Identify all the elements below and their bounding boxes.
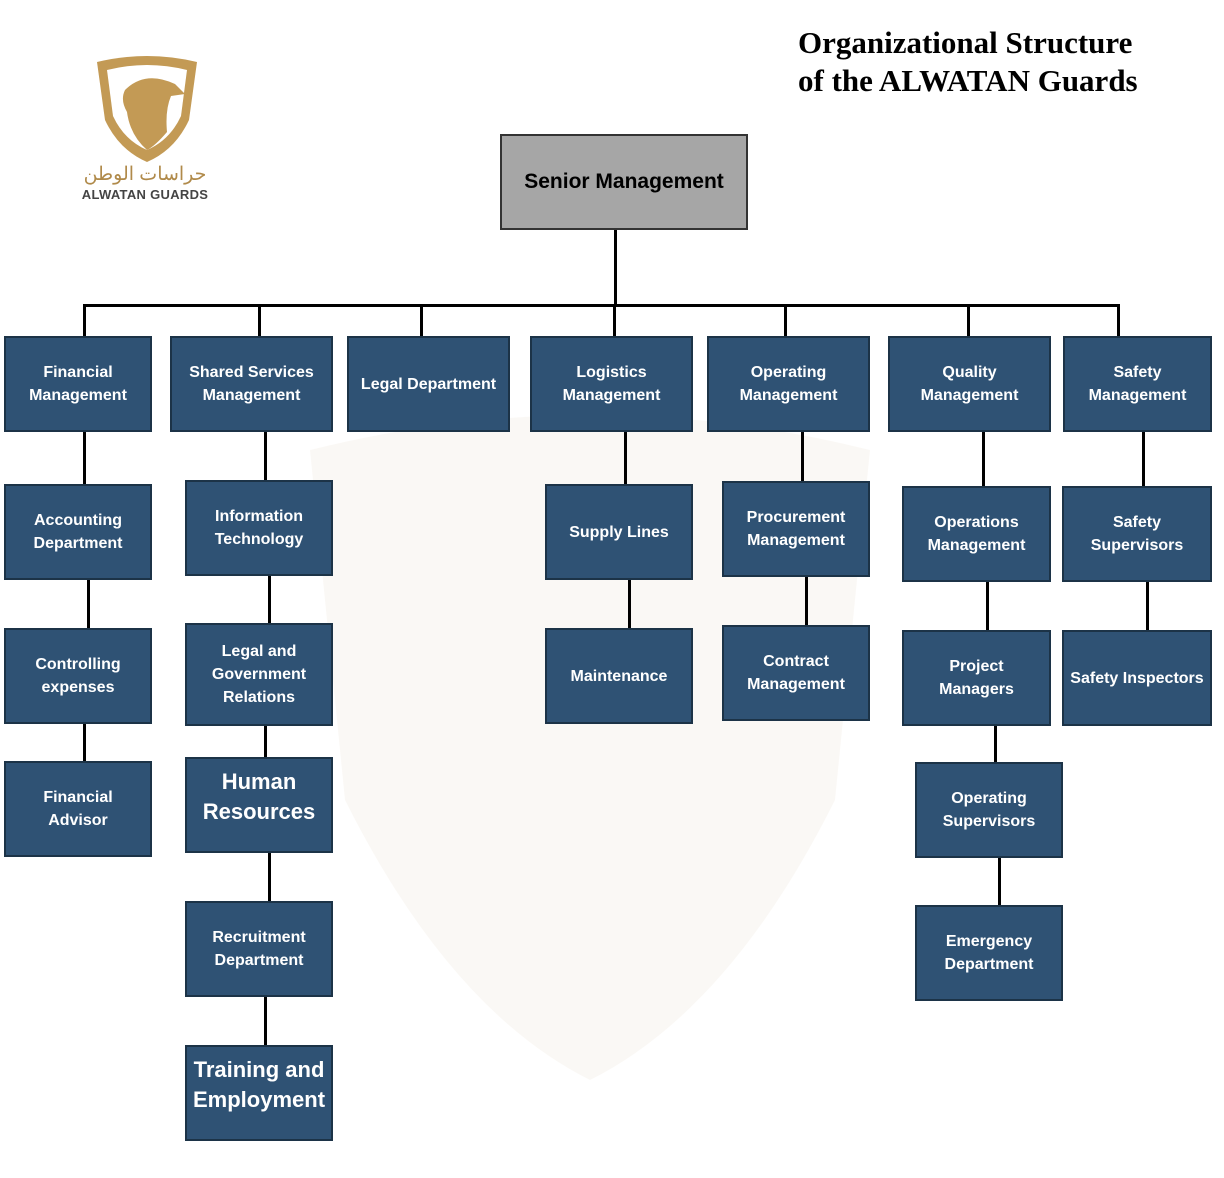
connector-line: [1142, 432, 1145, 486]
connector-line: [998, 855, 1001, 905]
org-node-recruitment: Recruitment Department: [185, 901, 333, 997]
connector-line: [986, 578, 989, 630]
org-node-supply: Supply Lines: [545, 484, 693, 580]
connector-line: [613, 304, 616, 336]
org-node-shared-services: Shared Services Management: [170, 336, 333, 432]
connector-line: [268, 850, 271, 901]
watermark-shield-icon: [310, 415, 870, 1080]
connector-line: [805, 577, 808, 625]
org-node-quality: Quality Management: [888, 336, 1051, 432]
org-node-legal-department: Legal Department: [347, 336, 510, 432]
connector-line: [87, 576, 90, 628]
logo-arabic-text: حراسات الوطن: [83, 164, 207, 185]
org-node-legal-gov: Legal and Government Relations: [185, 623, 333, 726]
connector-line: [614, 230, 617, 306]
connector-line: [967, 304, 970, 336]
org-node-logistics: Logistics Management: [530, 336, 693, 432]
connector-line: [801, 432, 804, 481]
org-node-safety-management: Safety Management: [1063, 336, 1212, 432]
org-node-controlling: Controlling expenses: [4, 628, 152, 724]
eagle-shield-logo-icon: [97, 56, 197, 162]
connector-line: [784, 304, 787, 336]
title-line-1: Organizational Structure: [798, 25, 1133, 60]
org-node-financial-management: Financial Management: [4, 336, 152, 432]
connector-line: [83, 304, 1120, 307]
connector-line: [624, 432, 627, 484]
connector-line: [1146, 578, 1149, 630]
connector-line: [83, 432, 86, 484]
connector-line: [264, 705, 267, 757]
org-node-emergency: Emergency Department: [915, 905, 1063, 1001]
org-node-accounting: Accounting Department: [4, 484, 152, 580]
connector-line: [982, 432, 985, 486]
connector-line: [268, 572, 271, 623]
connector-line: [1117, 304, 1120, 336]
connector-line: [420, 304, 423, 336]
connector-line: [83, 710, 86, 761]
org-node-senior: Senior Management: [500, 134, 748, 230]
org-node-training: Training and Employment: [185, 1045, 333, 1141]
org-node-project: Project Managers: [902, 630, 1051, 726]
connector-line: [264, 432, 267, 480]
logo-english-text: ALWATAN GUARDS: [81, 187, 209, 202]
title-line-2: of the ALWATAN Guards: [798, 63, 1138, 98]
chart-title: Organizational Structure of the ALWATAN …: [798, 24, 1138, 100]
connector-line: [994, 706, 997, 762]
org-node-maintenance: Maintenance: [545, 628, 693, 724]
org-node-operating-supervisors: Operating Supervisors: [915, 762, 1063, 858]
connector-line: [264, 993, 267, 1045]
org-node-safety-inspectors: Safety Inspectors: [1062, 630, 1212, 726]
connector-line: [628, 576, 631, 628]
org-node-contract: Contract Management: [722, 625, 870, 721]
org-node-operations: Operations Management: [902, 486, 1051, 582]
org-node-procurement: Procurement Management: [722, 481, 870, 577]
connector-line: [258, 304, 261, 336]
connector-line: [83, 304, 86, 336]
org-node-safety-supervisors: Safety Supervisors: [1062, 486, 1212, 582]
org-node-financial-advisor: Financial Advisor: [4, 761, 152, 857]
org-node-operating-management: Operating Management: [707, 336, 870, 432]
org-node-hr: Human Resources: [185, 757, 333, 853]
org-node-it: Information Technology: [185, 480, 333, 576]
